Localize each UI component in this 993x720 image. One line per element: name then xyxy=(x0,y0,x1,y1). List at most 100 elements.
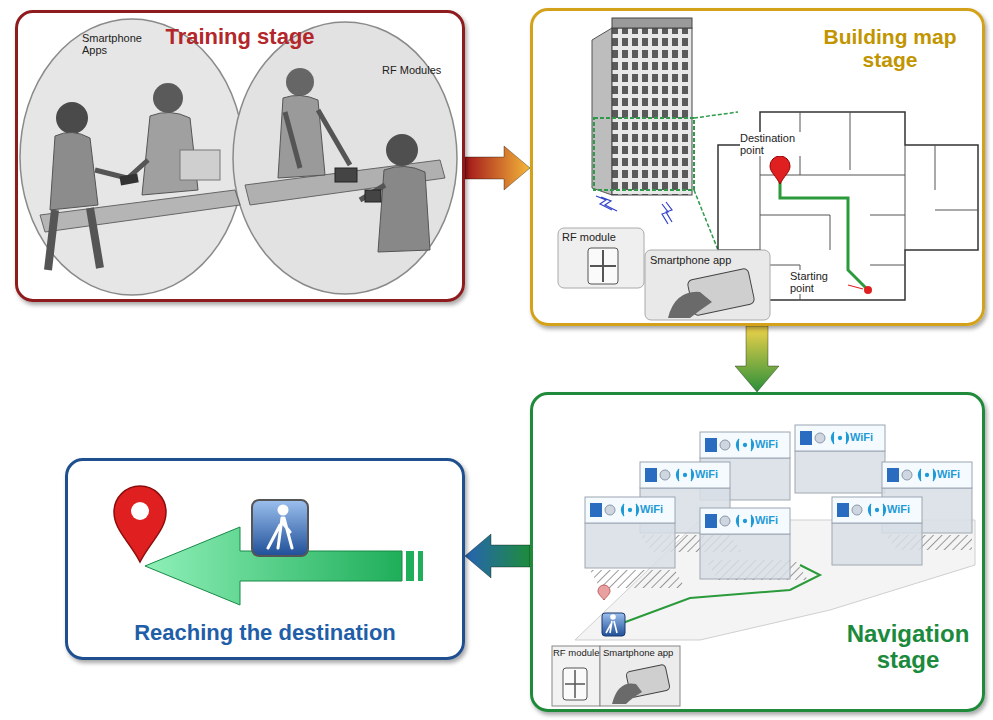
wifi-label: WiFi xyxy=(887,503,919,515)
sketch-body xyxy=(378,166,430,252)
rf-module-photo xyxy=(552,646,600,706)
beacon-icon xyxy=(720,440,730,450)
wifi-label: WiFi xyxy=(937,468,969,480)
wifi-label: WiFi xyxy=(695,468,727,480)
rf-module-keys xyxy=(565,670,585,698)
wifi-icon xyxy=(677,469,694,481)
corridor-wall xyxy=(585,523,675,568)
wifi-label: WiFi xyxy=(850,431,882,443)
device-icon xyxy=(800,431,812,445)
beacon-icon xyxy=(902,470,912,480)
part-label: RF Modules xyxy=(382,64,454,76)
beacon-icon xyxy=(852,505,862,515)
device-label: Smartphone app xyxy=(603,648,679,658)
destination-pin xyxy=(770,156,790,184)
device-icon xyxy=(590,503,602,517)
beacon-icon xyxy=(660,470,670,480)
sketch-head xyxy=(56,102,88,134)
smartphone-photo xyxy=(645,250,770,320)
rf-module-device xyxy=(588,248,618,284)
stage-title: Navigation stage xyxy=(838,621,978,674)
sketch-head xyxy=(286,68,314,96)
wifi-panel xyxy=(795,425,885,493)
device-icon xyxy=(705,514,717,528)
arrow-stripes xyxy=(406,551,423,581)
beacon-panel xyxy=(640,462,730,488)
sketch-rf-module xyxy=(335,168,357,182)
hand-sketch xyxy=(612,683,642,704)
route-line xyxy=(620,565,820,624)
wifi-panel xyxy=(700,508,790,579)
map-label: Starting point xyxy=(790,270,846,294)
blind-walker xyxy=(268,506,292,548)
beacon-panel xyxy=(700,508,790,534)
building-roof xyxy=(612,18,692,28)
destination-pin xyxy=(114,486,166,562)
device-label: Smartphone app xyxy=(650,254,762,266)
beacon-panel xyxy=(700,432,790,458)
wifi-icon xyxy=(622,504,639,516)
device-icon xyxy=(887,468,899,482)
beacon-panel xyxy=(795,425,885,451)
part-label: Smartphone Apps xyxy=(82,32,154,56)
rf-module-device xyxy=(563,668,587,700)
beacon-panel xyxy=(882,462,972,488)
wifi-icon xyxy=(919,469,936,481)
beacon-panel xyxy=(585,497,675,523)
flow-arrow xyxy=(465,146,530,190)
device-icon xyxy=(837,503,849,517)
sketch-legs xyxy=(48,208,100,270)
smartphone-photo xyxy=(600,646,680,706)
wifi-icon xyxy=(737,439,754,451)
floor-highlight xyxy=(594,118,694,190)
device-icon xyxy=(645,468,657,482)
wifi-label: WiFi xyxy=(755,514,787,526)
device-label: RF module xyxy=(562,231,638,243)
leader-line xyxy=(848,285,863,289)
signal-glyph xyxy=(596,196,617,211)
building-front xyxy=(612,28,692,195)
sketch-rf-module xyxy=(365,190,381,202)
stage-title: Reaching the destination xyxy=(68,621,462,645)
user-icon xyxy=(602,613,625,636)
flow-arrow xyxy=(735,326,779,392)
blind-walker xyxy=(606,615,617,633)
wifi-label: WiFi xyxy=(755,438,787,450)
corridor-wall xyxy=(700,534,790,579)
start-pin xyxy=(598,585,610,600)
wifi-icon xyxy=(832,432,849,444)
wifi-icon xyxy=(869,504,886,516)
rf-module-photo xyxy=(558,228,644,288)
sketch-ellipse xyxy=(20,19,244,295)
map-label: Destination point xyxy=(740,132,802,156)
corridor-wall xyxy=(795,451,885,493)
stage-box: Reaching the destination xyxy=(65,458,465,660)
beacon-icon xyxy=(720,516,730,526)
beacon-icon xyxy=(815,433,825,443)
device-label: RF module xyxy=(553,648,600,658)
sketch-arms xyxy=(285,110,350,168)
pin-hole xyxy=(131,502,149,520)
wifi-icon xyxy=(737,515,754,527)
zoom-line xyxy=(694,112,738,118)
stage-title: Building map stage xyxy=(805,25,975,71)
wifi-label: WiFi xyxy=(640,503,672,515)
signal-glyph xyxy=(662,202,672,224)
sketch-head xyxy=(153,83,183,113)
sketch-body xyxy=(50,132,98,210)
building-side xyxy=(592,28,612,195)
sketch-phone xyxy=(119,173,138,185)
flow-arrow xyxy=(465,534,530,578)
sketch-ellipse xyxy=(233,22,457,294)
beacon-panel xyxy=(832,497,922,523)
sketch-head xyxy=(386,134,418,166)
rf-module-keys xyxy=(590,250,616,282)
sketch-device xyxy=(180,150,220,180)
device-icon xyxy=(705,438,717,452)
wifi-panel xyxy=(585,497,675,568)
